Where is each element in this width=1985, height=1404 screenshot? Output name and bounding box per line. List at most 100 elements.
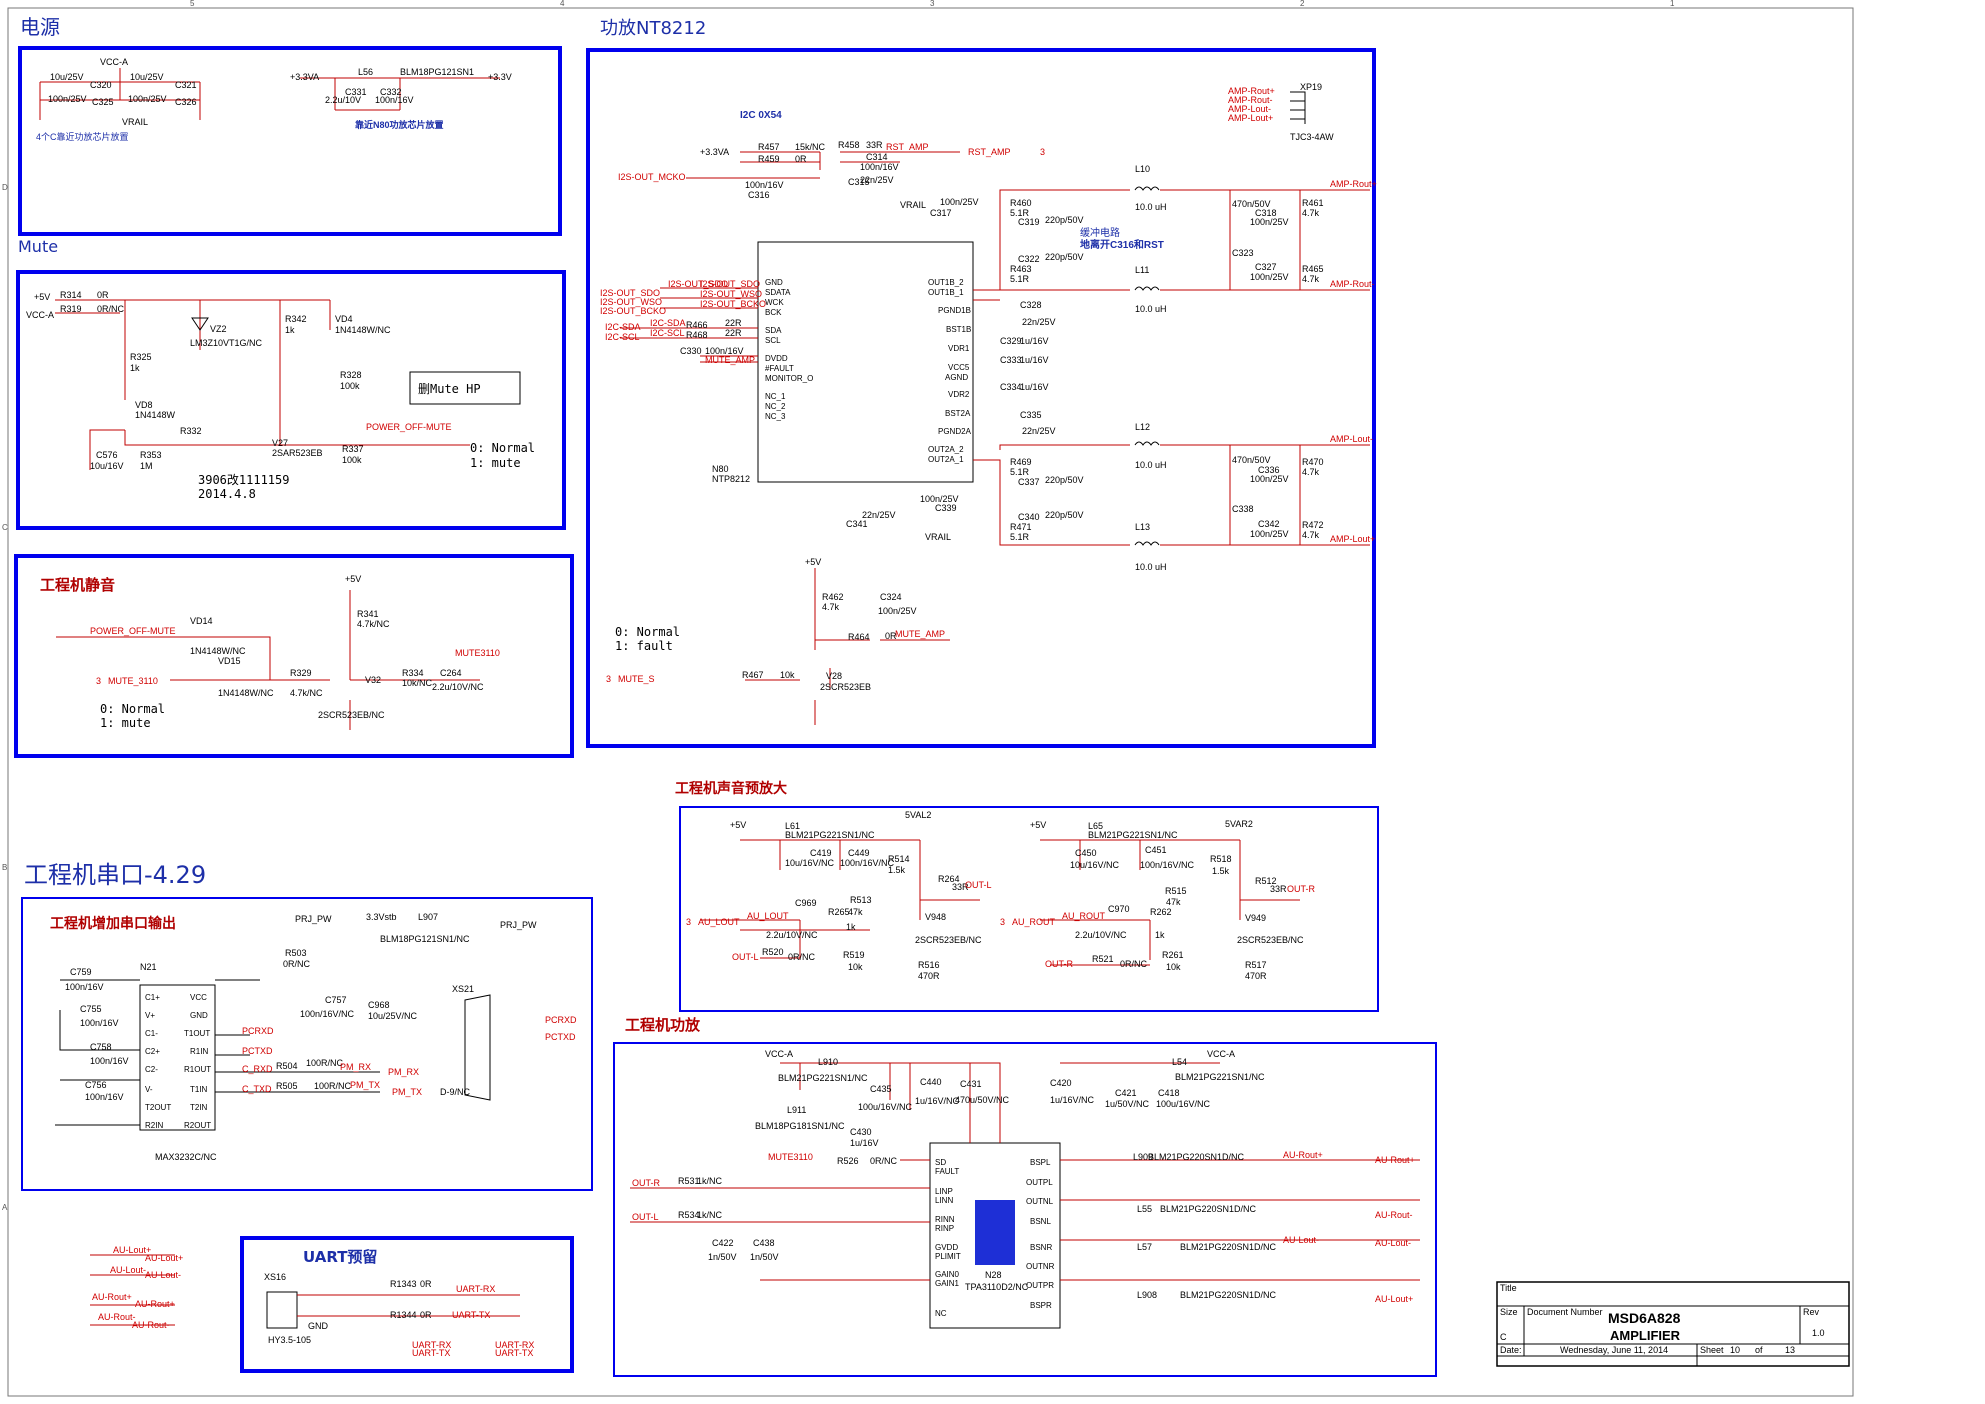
v949-label: V949 bbox=[1245, 913, 1266, 923]
vcca-label: VCC-A bbox=[100, 57, 128, 67]
preamp-out-l-net: OUT-L bbox=[965, 880, 992, 890]
i2s-bcko-local: I2S-OUT_BCKO bbox=[700, 299, 766, 309]
xs16-gnd: GND bbox=[308, 1321, 329, 1331]
r459-label: R459 bbox=[758, 154, 780, 164]
c339-value: 100n/25V bbox=[920, 494, 959, 504]
r328-value: 100k bbox=[340, 381, 360, 391]
r504-label: R504 bbox=[276, 1061, 298, 1071]
vd4-part: 1N4148W/NC bbox=[335, 325, 391, 335]
svg-text:BST2A: BST2A bbox=[945, 409, 971, 418]
uart-rx-net: UART-RX bbox=[456, 1284, 495, 1294]
xp19-part: TJC3-4AW bbox=[1290, 132, 1334, 142]
l12-icon bbox=[1134, 441, 1160, 446]
r503-value: 0R/NC bbox=[283, 959, 311, 969]
c968-label: C968 bbox=[368, 1000, 390, 1010]
r329-value: 4.7k/NC bbox=[290, 688, 323, 698]
r469-label: R469 bbox=[1010, 457, 1032, 467]
preamp-out-r-in: OUT-R bbox=[1045, 959, 1073, 969]
mute3110-in-net: MUTE_3110 bbox=[108, 676, 158, 686]
svg-text:VCC: VCC bbox=[190, 993, 207, 1002]
svg-text:NC_3: NC_3 bbox=[765, 412, 786, 421]
i2s-sdo-local: I2S-OUT_SDO bbox=[700, 279, 760, 289]
uart-circuit: N21 MAX3232C/NC C1+ V+ C1- C2+ C2- V- T2… bbox=[55, 912, 577, 1162]
l56-part: BLM18PG121SN1 bbox=[400, 67, 474, 77]
r531-value: 1k/NC bbox=[697, 1176, 723, 1186]
au-rout-m-local: AU-Rout- bbox=[98, 1312, 136, 1322]
v27-label: V27 bbox=[272, 438, 288, 448]
max3232-part: MAX3232C/NC bbox=[155, 1152, 217, 1162]
au-lout-p-port: AU-Lout+ bbox=[145, 1253, 183, 1263]
svg-text:WCK: WCK bbox=[765, 298, 784, 307]
eng-mute-box bbox=[14, 554, 574, 758]
l911-part: BLM18PG181SN1/NC bbox=[755, 1121, 845, 1131]
l13-icon bbox=[1134, 541, 1160, 546]
snubber-note-2: 地离开C316和RST bbox=[1080, 238, 1164, 251]
r328-label: R328 bbox=[340, 370, 362, 380]
r472-value: 4.7k bbox=[1302, 530, 1320, 540]
r526-value: 0R/NC bbox=[870, 1156, 898, 1166]
uart-v33-label: 3.3Vstb bbox=[366, 912, 397, 922]
v28-label: V28 bbox=[826, 671, 842, 681]
uart-tx-port: UART-TX bbox=[495, 1348, 533, 1358]
vz2-icon bbox=[191, 317, 209, 331]
preamp-out-l-in: OUT-L bbox=[732, 952, 759, 962]
sheet-title: MSD6A828 bbox=[1608, 1310, 1681, 1326]
preamp-r-sheet-ref: 3 bbox=[1000, 917, 1005, 927]
r264-value: 33R bbox=[952, 882, 969, 892]
c-txd-net: C_TXD bbox=[242, 1084, 272, 1094]
c318-value: 100n/25V bbox=[1250, 217, 1289, 227]
uart-subtitle: 工程机增加串口输出 bbox=[50, 915, 176, 932]
of-label: of bbox=[1755, 1345, 1763, 1355]
r526-label: R526 bbox=[837, 1156, 859, 1166]
r471-label: R471 bbox=[1010, 522, 1032, 532]
l61-label: L61 bbox=[785, 821, 800, 831]
r515-value: 47k bbox=[1166, 897, 1181, 907]
uart-small-box bbox=[240, 1236, 574, 1373]
eng-amp-title: 工程机功放 bbox=[625, 1016, 701, 1034]
c337-value: 220p/50V bbox=[1045, 475, 1084, 485]
i2c-scl-local: I2C-SCL bbox=[650, 328, 685, 338]
c329-label: C329 bbox=[1000, 336, 1022, 346]
svg-text:GAIN1: GAIN1 bbox=[935, 1279, 960, 1288]
r329-label: R329 bbox=[290, 668, 312, 678]
c418-value: 100u/16V/NC bbox=[1156, 1099, 1211, 1109]
r468-value: 22R bbox=[725, 328, 742, 338]
r465-value: 4.7k bbox=[1302, 274, 1320, 284]
c314-value: 100n/16V bbox=[860, 162, 899, 172]
r319-label: R319 bbox=[60, 304, 82, 314]
tpa3110-thermal-pad bbox=[975, 1200, 1015, 1265]
r519-value: 10k bbox=[848, 962, 863, 972]
l54-label: L54 bbox=[1172, 1057, 1187, 1067]
svg-text:FAULT: FAULT bbox=[935, 1167, 959, 1176]
svg-text:C2+: C2+ bbox=[145, 1047, 160, 1056]
r505-value: 100R/NC bbox=[314, 1081, 352, 1091]
r519-label: R519 bbox=[843, 950, 865, 960]
eng-amp-vcca-left: VCC-A bbox=[765, 1049, 793, 1059]
au-rout-p-port: AU-Rout+ bbox=[135, 1299, 175, 1309]
eng-mute-title: 工程机静音 bbox=[40, 576, 115, 594]
eng-v5-label: +5V bbox=[345, 574, 361, 584]
c320-label: C320 bbox=[90, 80, 112, 90]
uart-title: 工程机串口-4.29 bbox=[24, 861, 206, 889]
c331-value: 2.2u/10V bbox=[325, 95, 361, 105]
v949-part: 2SCR523EB/NC bbox=[1237, 935, 1304, 945]
svg-text:DVDD: DVDD bbox=[765, 354, 788, 363]
r534-label: R534 bbox=[678, 1210, 700, 1220]
v32-part: 2SCR523EB/NC bbox=[318, 710, 385, 720]
sheet-border bbox=[7, 7, 1854, 1397]
au-lout-m-port: AU-Lout- bbox=[145, 1270, 181, 1280]
r458-label: R458 bbox=[838, 140, 860, 150]
c451-label: C451 bbox=[1145, 845, 1167, 855]
c331-label: C331 bbox=[345, 87, 367, 97]
l909-label: L909 bbox=[1133, 1152, 1153, 1162]
l13-value: 10.0 uH bbox=[1135, 562, 1167, 572]
c315-label: C315 bbox=[848, 177, 870, 187]
r520-value: 0R/NC bbox=[788, 952, 816, 962]
c320-value: 10u/25V bbox=[50, 72, 84, 82]
c419-label: C419 bbox=[810, 848, 832, 858]
svg-text:VDR2: VDR2 bbox=[948, 390, 970, 399]
vcca-label: VCC-A bbox=[26, 310, 54, 320]
n21-label: N21 bbox=[140, 962, 157, 972]
ntp8212-part: NTP8212 bbox=[712, 474, 750, 484]
amp-v33va: +3.3VA bbox=[700, 147, 729, 157]
